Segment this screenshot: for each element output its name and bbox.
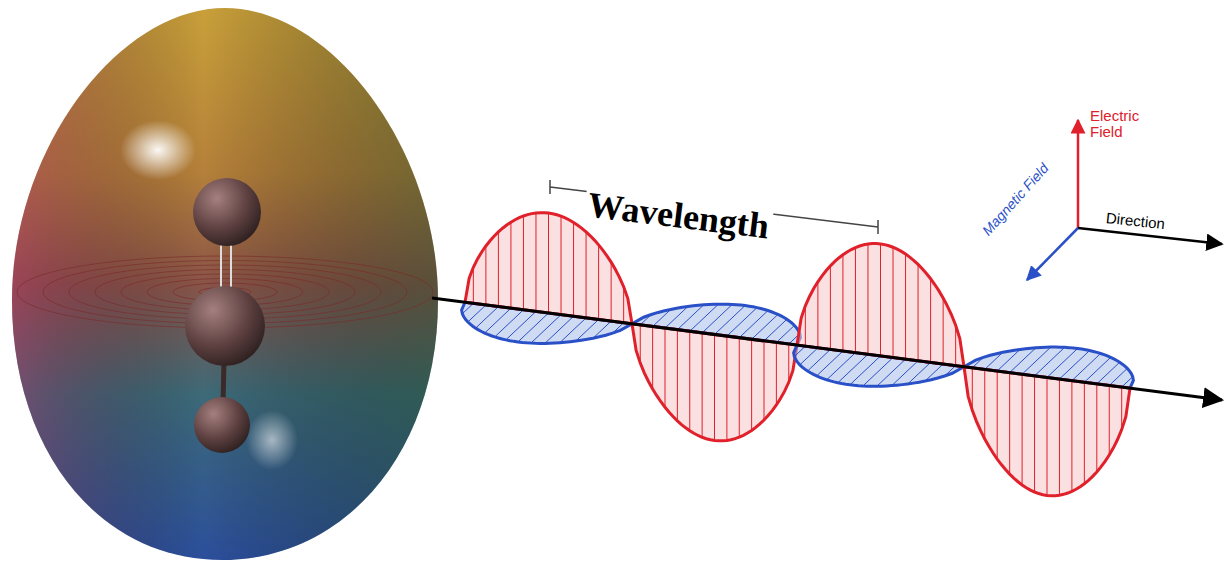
axis-label: Magnetic Field (980, 161, 1052, 238)
molecule-egg (12, 8, 438, 560)
propagation-axis (432, 298, 1222, 400)
em-wave (462, 213, 1134, 496)
wavelength-label: Wavelength (583, 186, 774, 246)
axis-label: Electric Field (1090, 108, 1152, 140)
field-axes (1027, 120, 1222, 280)
axis-label: Direction (1105, 210, 1166, 232)
